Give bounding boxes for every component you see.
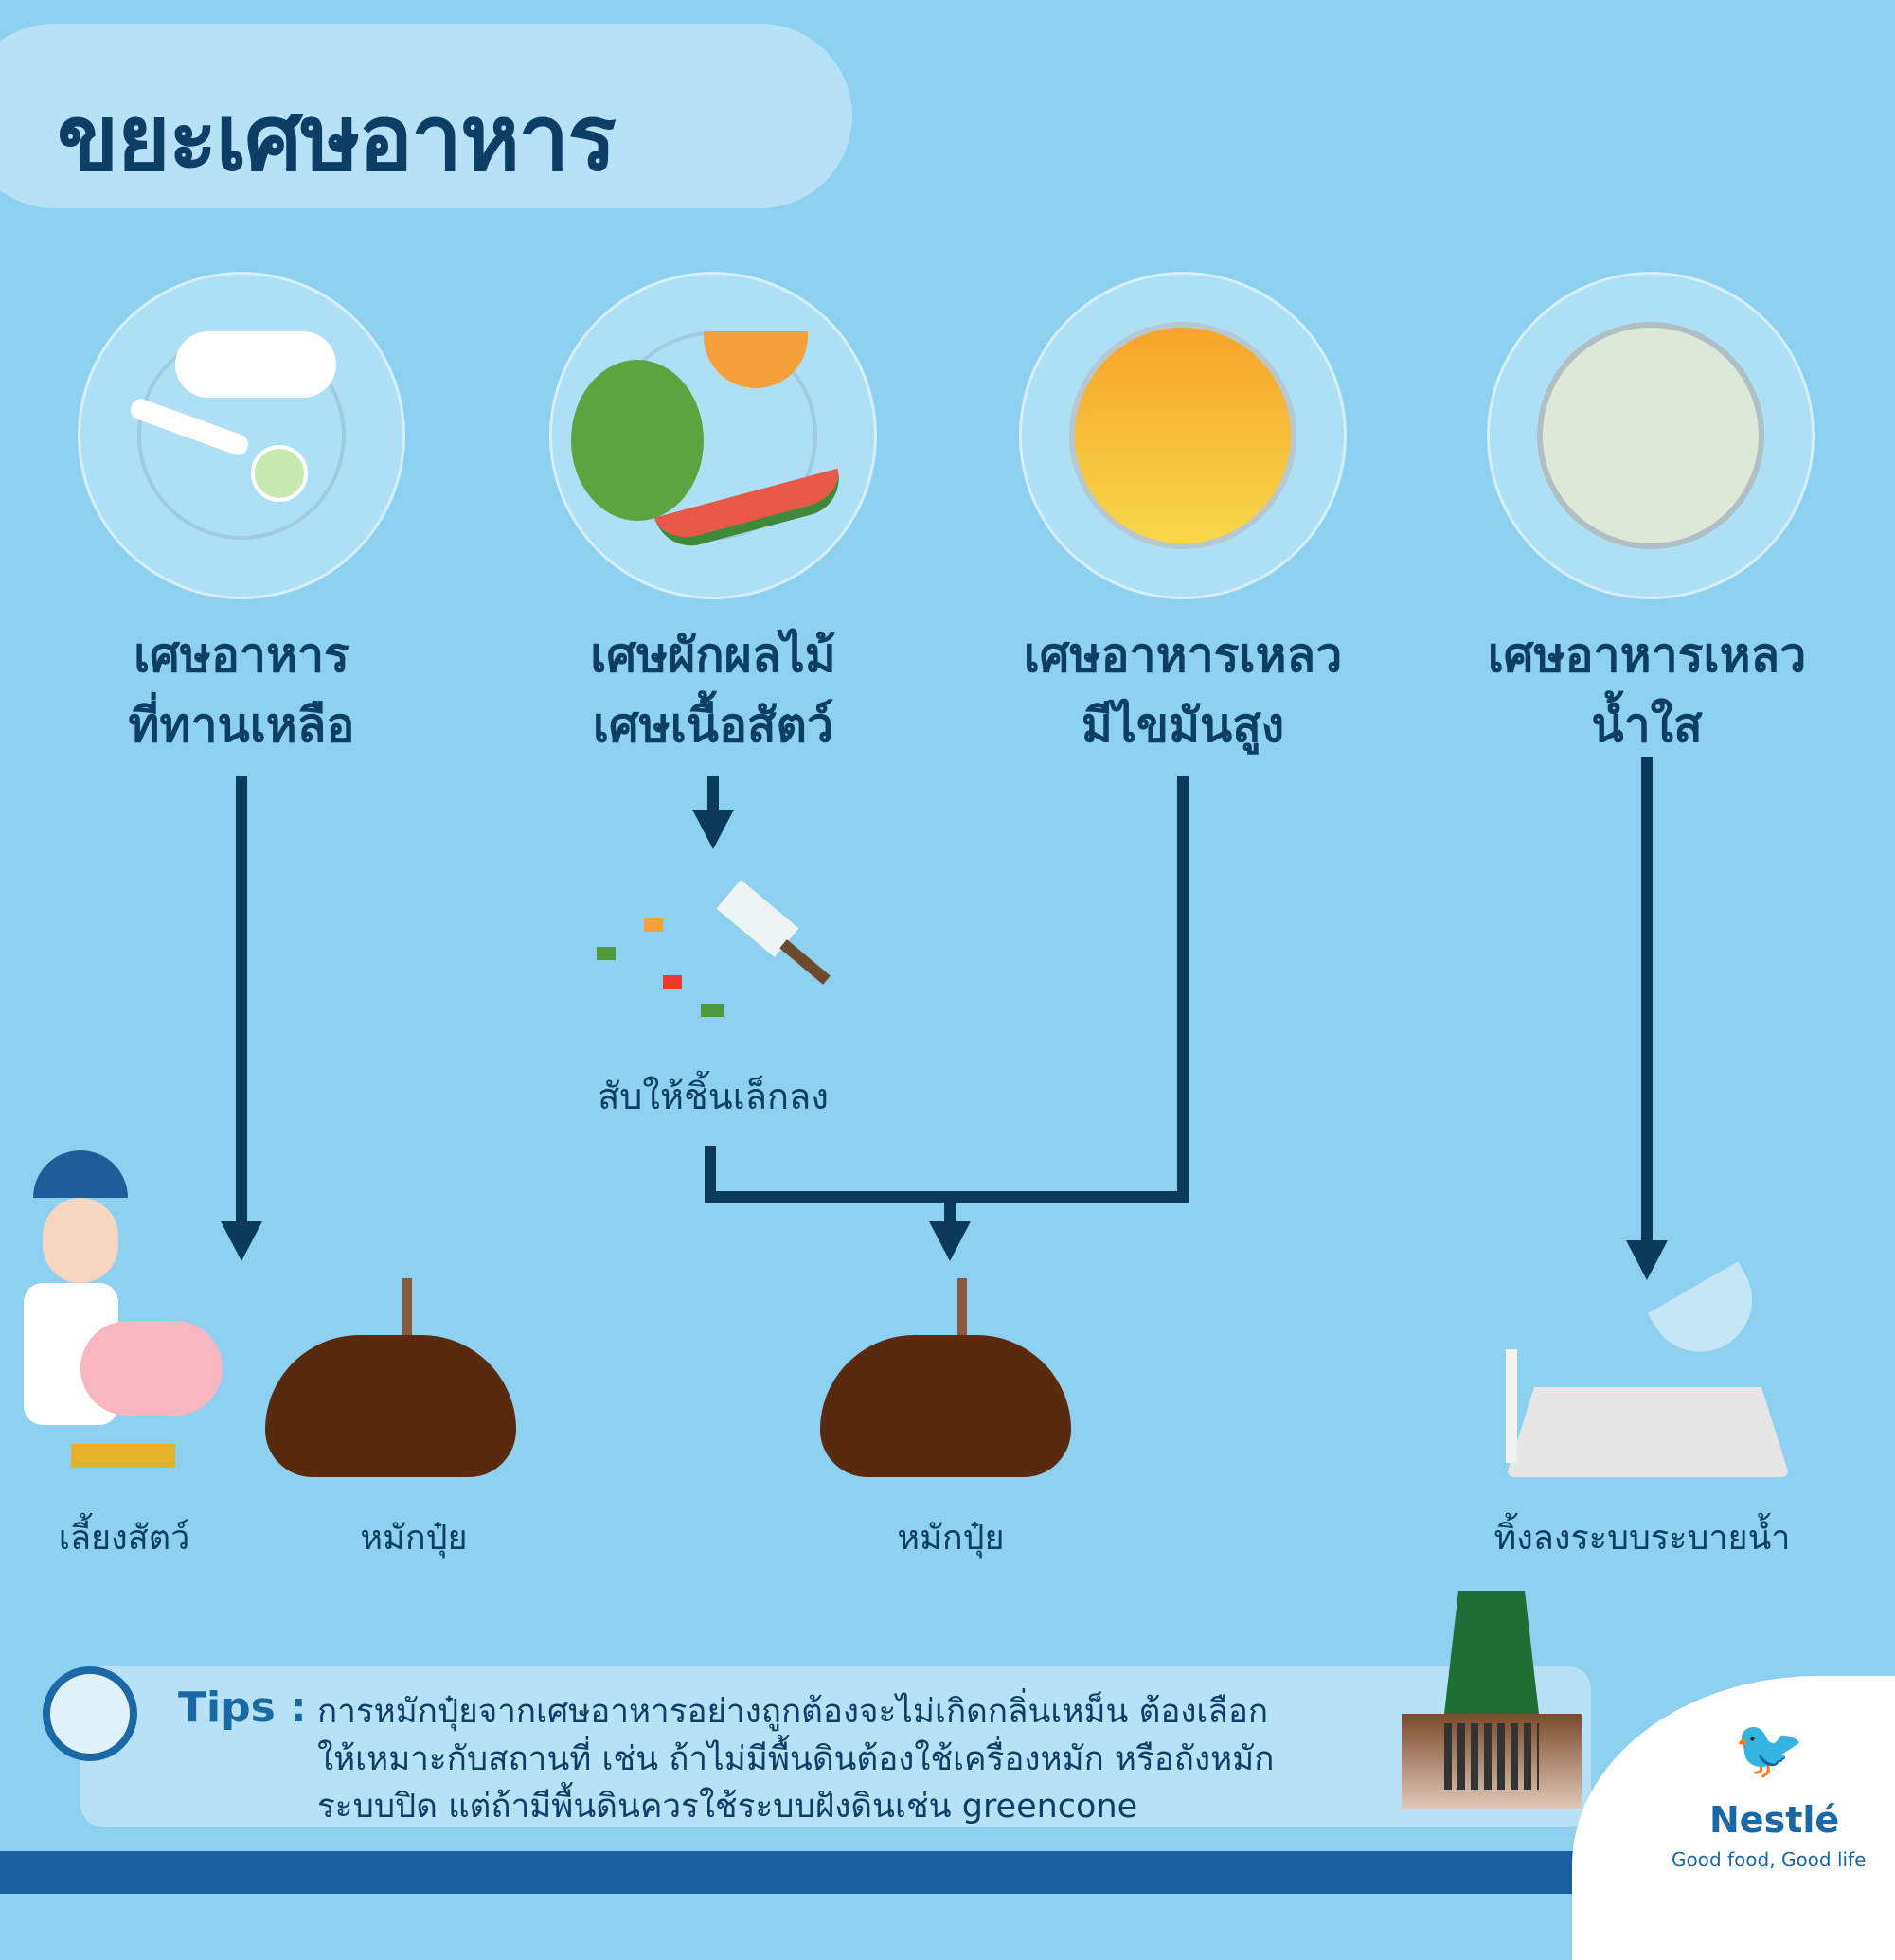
tips-box <box>80 1666 1591 1827</box>
arrow-down-icon <box>929 1221 971 1261</box>
page-title: ขยะเศษอาหาร <box>57 85 617 191</box>
arrow-down-icon <box>221 1221 262 1261</box>
tips-text-line: ให้เหมาะกับสถานที่ เช่น ถ้าไม่มีพื้นดินต… <box>317 1740 1275 1778</box>
chop-label: สับให้ชิ้นเล็กลง <box>598 1076 829 1117</box>
outcome-drain: ทิ้งลงระบบระบายน้ำ <box>1493 1519 1791 1558</box>
category-line: ที่ทานเหลือ <box>128 698 355 753</box>
category-line: เศษเนื้อสัตว์ <box>592 698 834 753</box>
category-line: มีไขมันสูง <box>1081 698 1285 753</box>
category-vegetable-meat-scraps: เศษผักผลไม้เศษเนื้อสัตว์ <box>505 620 921 760</box>
flow-arrow-line <box>705 1146 716 1203</box>
category-line: เศษอาหาร <box>134 628 349 683</box>
flow-arrow-line <box>1177 776 1189 1203</box>
category-clear-liquid: เศษอาหารเหลวน้ำใส <box>1439 620 1855 760</box>
arrow-down-icon <box>1626 1240 1668 1280</box>
tips-label: Tips : <box>178 1684 307 1732</box>
compost-pile-image <box>265 1278 516 1487</box>
brand-tagline: Good food, Good life <box>1672 1848 1867 1871</box>
vegetable-scraps-plate-image <box>549 272 877 599</box>
outcome-compost: หมักปุ๋ย <box>897 1519 1005 1558</box>
farmer-pig-image <box>14 1141 232 1472</box>
category-line: เศษอาหารเหลว <box>1487 628 1807 683</box>
compost-pile-image <box>820 1278 1071 1487</box>
tips-text-line: ระบบปิด แต่ถ้ามีพื้นดินควรใช้ระบบฝังดินเ… <box>317 1788 1138 1826</box>
oily-liquid-plate-image <box>1019 272 1347 599</box>
category-line: เศษอาหารเหลว <box>1023 628 1343 683</box>
nestle-nest-logo-icon: 🐦 <box>1733 1717 1805 1783</box>
outcome-animal-feed: เลี้ยงสัตว์ <box>58 1519 190 1558</box>
flow-arrow-line <box>707 776 719 819</box>
leftover-food-plate-image <box>78 272 405 599</box>
greencone-image <box>1402 1591 1582 1809</box>
category-leftover-food: เศษอาหารที่ทานเหลือ <box>33 620 450 760</box>
outcome-compost: หมักปุ๋ย <box>360 1519 468 1558</box>
brand-name: Nestlé <box>1709 1799 1840 1841</box>
flow-arrow-line <box>1641 757 1653 1250</box>
title-banner <box>0 24 852 208</box>
clear-liquid-plate-image <box>1487 272 1815 599</box>
lightbulb-icon <box>43 1666 137 1761</box>
sink-drain-image <box>1496 1261 1799 1482</box>
flow-arrow-line <box>236 776 247 1231</box>
category-line: เศษผักผลไม้ <box>590 628 836 683</box>
tips-text-line: การหมักปุ๋ยจากเศษอาหารอย่างถูกต้องจะไม่เ… <box>317 1693 1269 1731</box>
chopped-scraps-knife-image <box>587 879 833 1032</box>
category-oily-liquid: เศษอาหารเหลวมีไขมันสูง <box>974 620 1391 760</box>
category-line: น้ำใส <box>1591 698 1703 753</box>
arrow-down-icon <box>692 810 734 849</box>
